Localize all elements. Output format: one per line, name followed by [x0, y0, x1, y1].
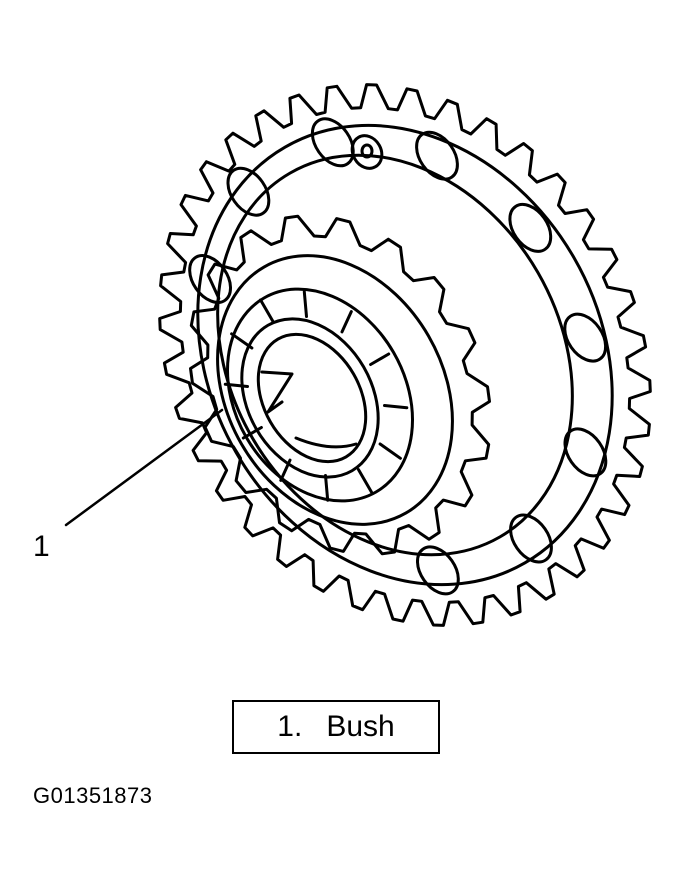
- lightening-hole: [563, 312, 608, 363]
- lightening-hole: [415, 545, 460, 596]
- hub-rib: [357, 468, 373, 494]
- hub-rib: [241, 426, 263, 440]
- figure-id: G01351873: [33, 783, 153, 808]
- lightening-hole: [509, 513, 553, 564]
- hub-rib: [259, 298, 275, 324]
- hub-rib: [302, 290, 308, 318]
- hub-rib: [324, 474, 330, 502]
- lightening-hole: [188, 254, 233, 304]
- lightening-hole: [310, 117, 355, 168]
- dowel-pin: [350, 134, 384, 170]
- sprocket-web: [216, 153, 574, 557]
- hub-rib: [378, 442, 402, 460]
- sprocket-illustration: [64, 83, 652, 627]
- hub-flange: [216, 254, 454, 526]
- bush-bore-shading: [260, 370, 358, 449]
- lightening-hole: [415, 130, 459, 181]
- bush-inner: [256, 332, 368, 464]
- sprocket-outer-teeth: [158, 83, 652, 627]
- lightening-hole: [226, 166, 271, 217]
- bush-outer: [240, 317, 380, 479]
- lightening-hole: [508, 202, 553, 253]
- lightening-hole: [563, 427, 608, 478]
- sprocket-rim: [196, 123, 614, 587]
- hub-rib: [340, 310, 353, 334]
- callout-number-1: 1: [33, 530, 50, 563]
- timing-sprocket: [158, 83, 652, 627]
- lightening-holes: [188, 117, 608, 596]
- hub-rib: [383, 404, 409, 410]
- legend-item-number: 1.: [277, 710, 303, 743]
- hub-rib: [369, 352, 391, 366]
- hub-rib: [223, 382, 249, 388]
- legend-item-label: Bush: [326, 710, 395, 743]
- leader-line: [64, 408, 224, 527]
- legend-box: 1. Bush: [232, 700, 440, 754]
- sprocket-inner-teeth: [189, 214, 491, 556]
